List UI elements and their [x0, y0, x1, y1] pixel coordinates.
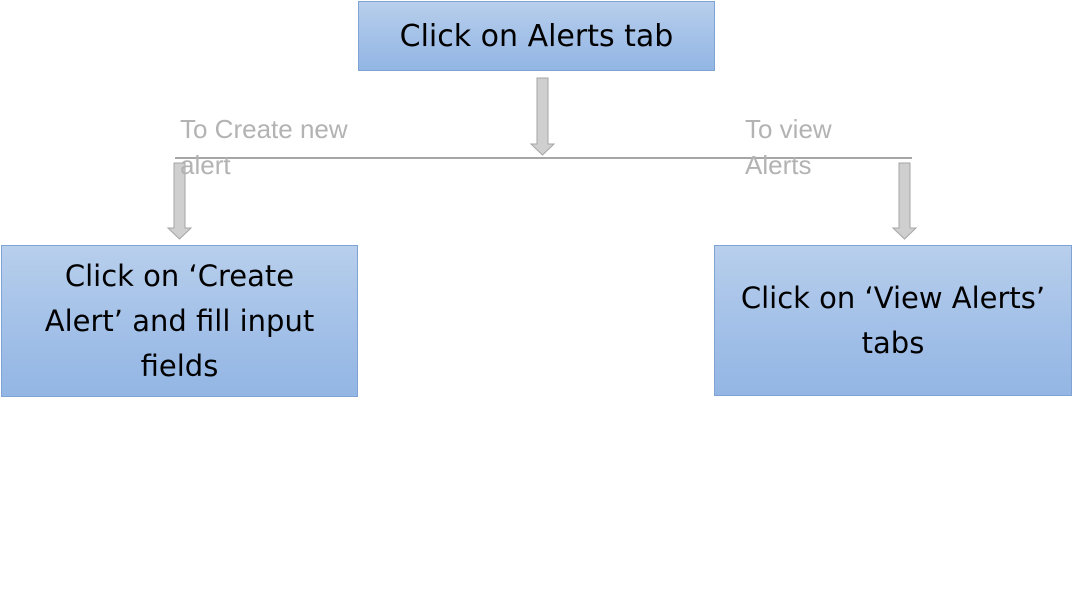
arrow-down-right	[891, 162, 918, 240]
arrow-down-left	[166, 162, 193, 240]
node-right-line-1: Click on ‘View Alerts’	[740, 280, 1046, 315]
node-view-alerts: Click on ‘View Alerts’ tabs	[714, 245, 1072, 396]
node-click-alerts-tab: Click on Alerts tab	[358, 1, 715, 71]
node-left-line-2: Alert’ and fill input	[44, 303, 315, 338]
edge-label-left-line-2: alert	[180, 150, 231, 180]
node-right-text: Click on ‘View Alerts’ tabs	[741, 276, 1045, 366]
edge-label-right-line-1: To view	[745, 114, 832, 144]
node-top-text: Click on Alerts tab	[399, 18, 674, 54]
edge-label-left-line-1: To Create new	[180, 114, 348, 144]
node-create-alert: Click on ‘Create Alert’ and fill input f…	[1, 245, 358, 397]
node-left-text: Click on ‘Create Alert’ and fill input f…	[45, 254, 314, 389]
node-right-line-2: tabs	[861, 325, 925, 360]
arrow-down-center	[529, 77, 556, 156]
node-left-line-1: Click on ‘Create	[64, 258, 295, 293]
edge-label-view-alerts: To view Alerts	[745, 111, 832, 183]
edge-label-right-line-2: Alerts	[745, 150, 812, 180]
node-left-line-3: fields	[140, 348, 219, 383]
edge-label-create-new-alert: To Create new alert	[180, 111, 348, 183]
